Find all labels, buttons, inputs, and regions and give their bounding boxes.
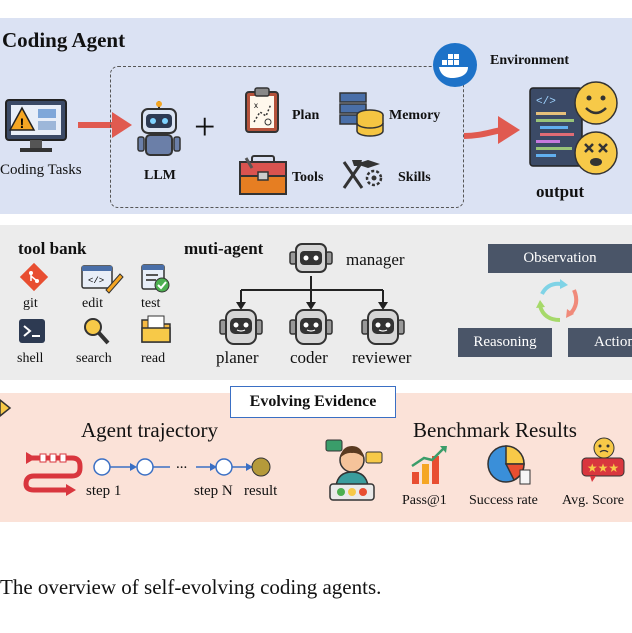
benchmark-results-title: Benchmark Results: [413, 418, 577, 442]
plus-sign: +: [194, 106, 216, 148]
avg-score-rating-icon: ★★★: [581, 437, 625, 482]
coding-agent-panel: [0, 18, 632, 214]
llm-label: LLM: [144, 168, 176, 183]
svg-text:x: x: [254, 101, 258, 110]
arrow-to-agent: [78, 112, 132, 138]
tool-bank-title: tool bank: [18, 239, 87, 258]
left-chevron-marker: [0, 399, 12, 417]
svg-text:★★★: ★★★: [587, 461, 619, 475]
agent-label-planer: planer: [216, 348, 259, 367]
environment-label: Environment: [490, 53, 570, 68]
skills-label: Skills: [398, 170, 431, 185]
tool-label-test: test: [141, 296, 161, 311]
svg-text:</>: </>: [536, 96, 556, 108]
pass-at-1-bar-chart-icon: [411, 446, 447, 484]
trajectory-path-icon: [23, 452, 83, 496]
evolving-evidence-label: Evolving Evidence: [230, 386, 396, 418]
agent-components-box: [110, 66, 464, 208]
robot-llm-icon: [137, 101, 181, 156]
metric-label-success-rate: Success rate: [469, 493, 538, 508]
success-rate-pie-icon: [487, 445, 531, 485]
toolbox-icon: [239, 155, 287, 195]
tool-label-edit: edit: [82, 296, 103, 311]
arrow-to-output: [463, 116, 520, 144]
memory-database-icon: [339, 92, 384, 137]
coding-agent-title: Coding Agent: [2, 28, 126, 52]
search-magnifier-icon: [84, 318, 110, 345]
step-n-label: step N: [194, 483, 233, 499]
happy-face-icon: [574, 81, 618, 125]
figure-caption: The overview of self-evolving coding age…: [0, 575, 382, 599]
manager-robot-icon: [289, 243, 333, 273]
trajectory-ellipsis: ...: [176, 456, 188, 472]
reasoning-box: Reasoning: [458, 328, 552, 357]
memory-label: Memory: [389, 108, 441, 123]
output-code-document-icon: </>: [529, 87, 583, 167]
tool-label-search: search: [76, 351, 112, 366]
reviewer-robot-icon: [361, 309, 405, 345]
metric-label-avg-score: Avg. Score: [562, 493, 624, 508]
result-label: result: [244, 483, 278, 499]
dizzy-face-icon: [574, 131, 618, 175]
plan-clipboard-icon: x: [245, 87, 279, 133]
test-checklist-icon: [141, 264, 170, 293]
agent-label-reviewer: reviewer: [352, 348, 412, 367]
agent-trajectory-title: Agent trajectory: [81, 418, 219, 442]
step-1-label: step 1: [86, 483, 122, 499]
shell-terminal-icon: [19, 319, 45, 343]
tool-label-shell: shell: [17, 351, 44, 366]
multi-agent-title: muti-agent: [184, 239, 264, 258]
manager-delegation-arrows: [236, 276, 388, 310]
docker-environment-icon: [433, 43, 477, 87]
plan-label: Plan: [292, 108, 320, 123]
edit-icon: </>: [81, 265, 124, 294]
output-label: output: [536, 182, 585, 201]
evaluator-person-icon: [325, 439, 383, 501]
observation-box: Observation: [488, 244, 632, 273]
tools-label: Tools: [292, 170, 324, 185]
skills-tools-gear-icon: [342, 160, 383, 189]
tool-label-git: git: [23, 296, 38, 311]
agent-label-coder: coder: [290, 348, 328, 367]
metric-label-pass-at-1: Pass@1: [402, 493, 447, 508]
planer-robot-icon: [219, 309, 263, 345]
read-folder-icon: [141, 315, 171, 343]
git-icon: [19, 262, 49, 292]
svg-text:!: !: [20, 115, 25, 131]
coder-robot-icon: [289, 309, 333, 345]
action-box: Action: [568, 328, 632, 357]
monitor-warning-icon: !: [5, 99, 67, 152]
tool-label-read: read: [141, 351, 166, 366]
trajectory-steps-chain: [93, 457, 271, 477]
coding-tasks-label: Coding Tasks: [0, 162, 82, 178]
manager-label: manager: [346, 250, 405, 269]
svg-text:</>: </>: [88, 276, 104, 286]
cycle-arrows-icon: [536, 279, 579, 322]
